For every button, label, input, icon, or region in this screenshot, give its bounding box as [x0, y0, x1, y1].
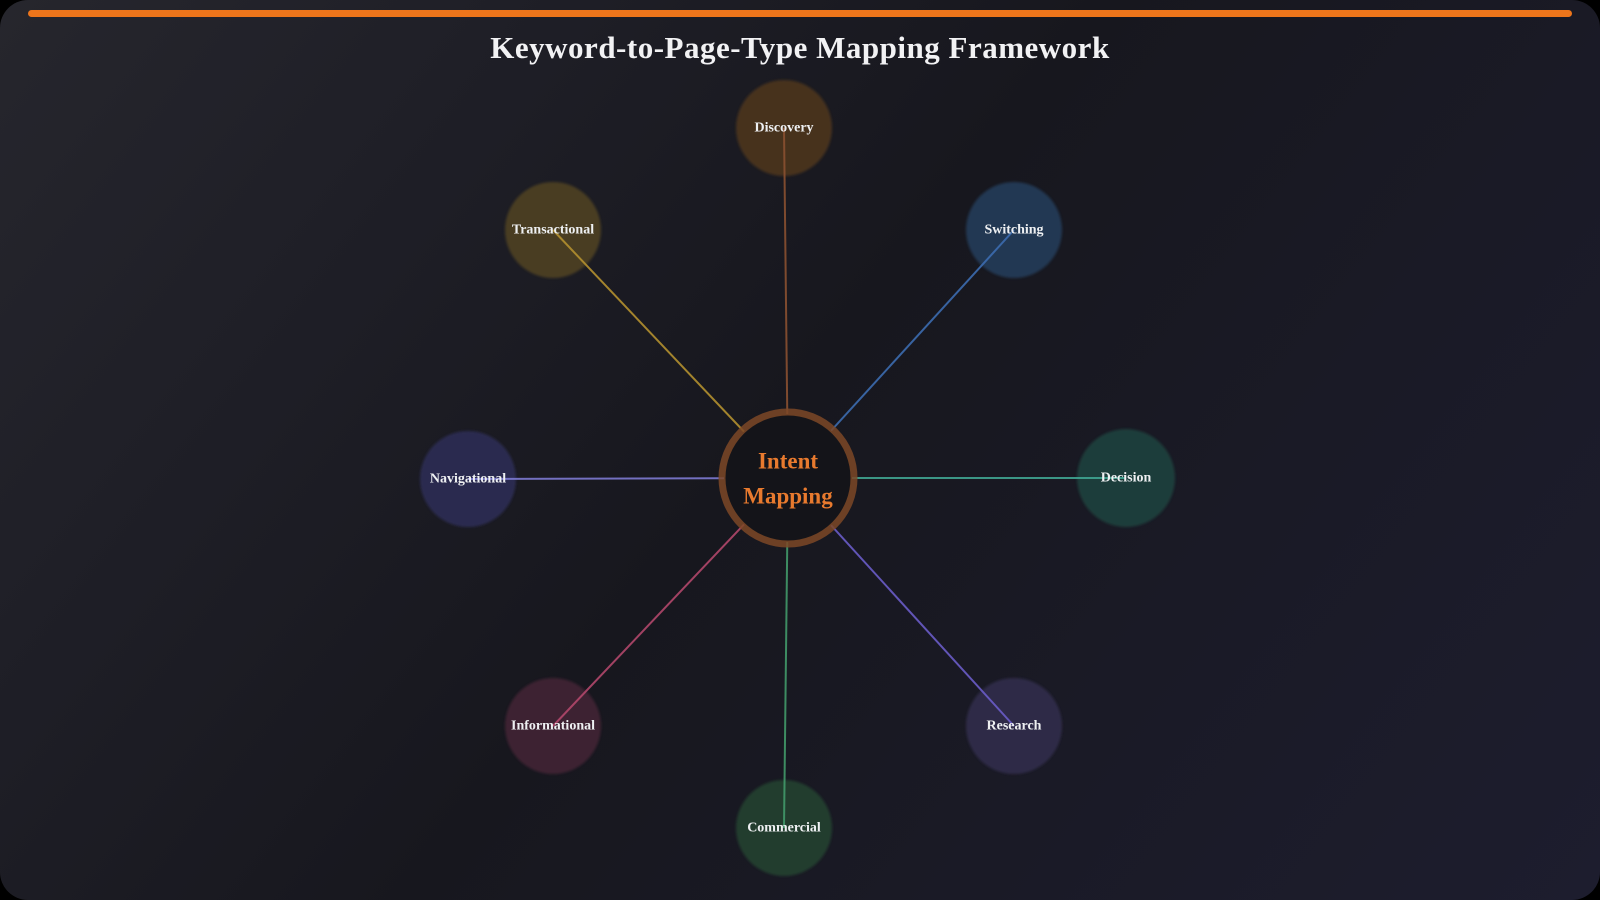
accent-bar [28, 10, 1572, 17]
center-label-line2: Mapping [743, 484, 833, 509]
node-label-transactional: Transactional [512, 223, 594, 238]
node-label-switching: Switching [984, 223, 1043, 238]
center-label-line1: Intent [758, 449, 818, 474]
node-label-decision: Decision [1101, 471, 1152, 486]
node-label-navigational: Navigational [430, 472, 506, 487]
page-title: Keyword-to-Page-Type Mapping Framework [490, 30, 1110, 65]
center-node-ring [718, 408, 858, 548]
node-label-research: Research [987, 719, 1042, 734]
node-label-commercial: Commercial [747, 821, 821, 836]
node-label-discovery: Discovery [754, 121, 813, 136]
node-label-informational: Informational [511, 719, 595, 734]
center-node-fill [724, 414, 852, 542]
